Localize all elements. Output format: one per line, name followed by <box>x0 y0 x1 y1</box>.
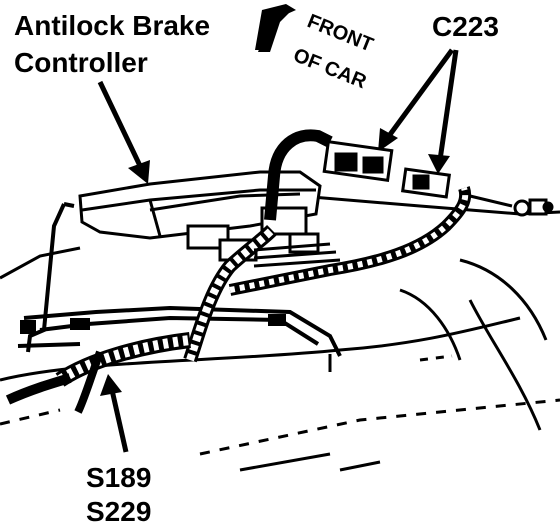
controller-mounting-bracket <box>17 202 342 357</box>
connector-label: C223 <box>432 11 499 42</box>
ground-bolt-icon <box>513 198 554 217</box>
controller-label-line1: Antilock Brake <box>14 10 210 41</box>
front-label-line1: FRONT <box>304 10 376 56</box>
splice-label-line1: S189 <box>86 462 151 493</box>
splice-pointer-arrow <box>100 374 129 453</box>
front-direction-arrow <box>255 4 296 52</box>
splice-label-line2: S229 <box>86 496 151 527</box>
connector-pointer-arrows <box>378 48 459 174</box>
controller-label-line2: Controller <box>14 47 148 78</box>
front-of-car-label: FRONT OF CAR <box>290 10 376 93</box>
connector-c223-body <box>322 139 452 199</box>
wiring-harness <box>5 129 513 414</box>
controller-pointer-arrow <box>97 80 150 184</box>
